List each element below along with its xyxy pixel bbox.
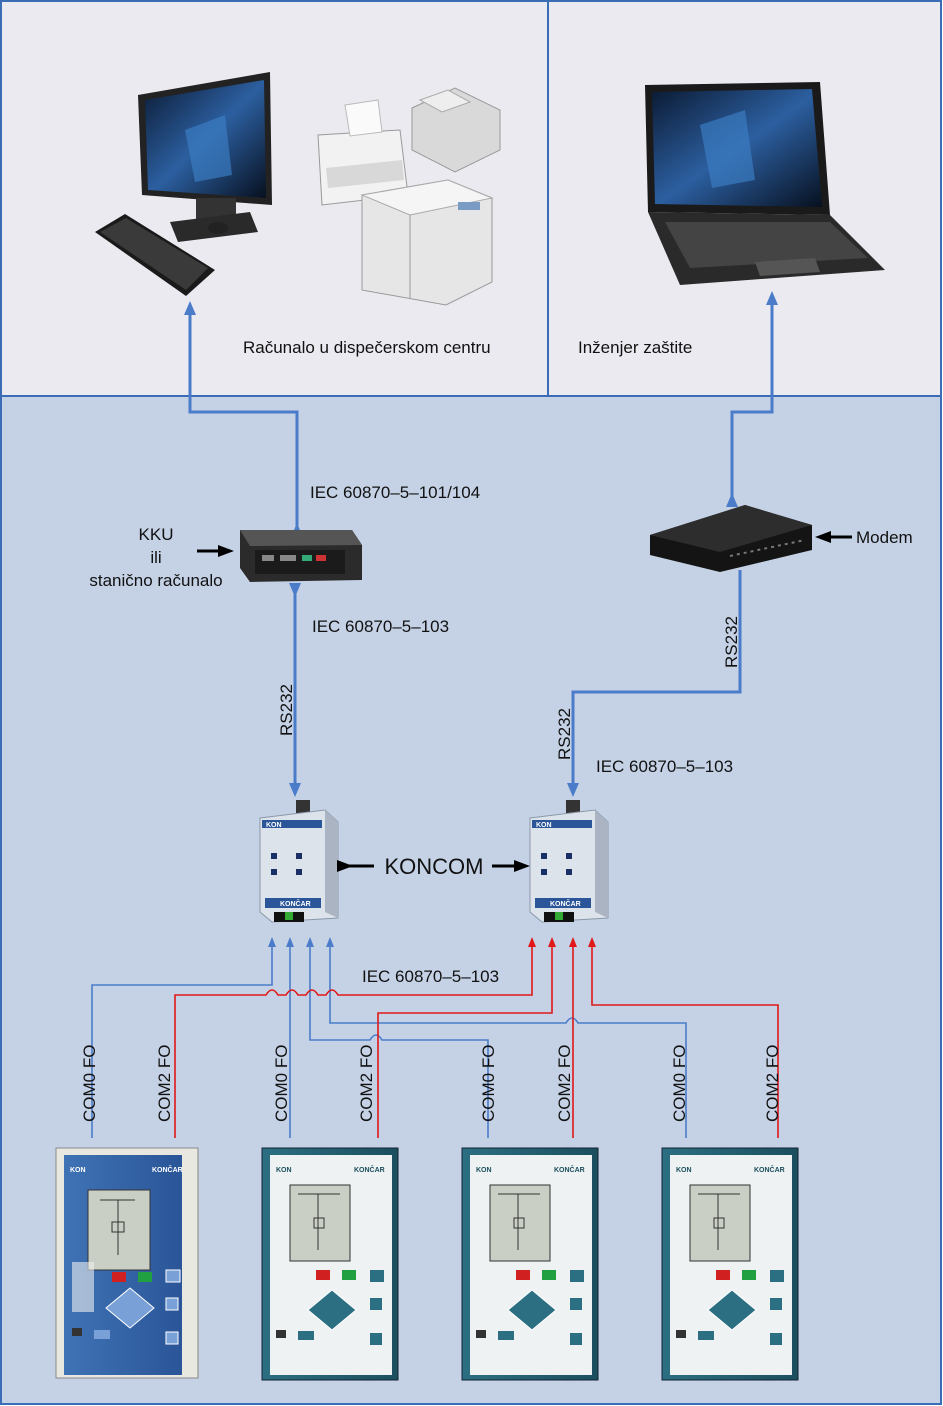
relay1-com0-label: COM0 FO: [80, 1045, 99, 1122]
relay1-maker: KONČAR: [152, 1165, 183, 1174]
relay3-com2-label: COM2 FO: [555, 1045, 574, 1122]
protection-relay-3: [461, 1147, 599, 1381]
link-modem-koncom-right: [567, 570, 742, 797]
protocol-103-bottom-label: IEC 60870–5–103: [362, 967, 499, 986]
relay2-com0-label: COM0 FO: [272, 1045, 291, 1122]
protection-relay-1: [55, 1147, 199, 1379]
link-modem-engineer: [726, 291, 778, 507]
relay4-com0-label: COM0 FO: [670, 1045, 689, 1122]
protocol-103-left-label: IEC 60870–5–103: [312, 617, 449, 636]
koncom-right-maker: KONČAR: [550, 899, 581, 908]
koncom-device-left: [259, 800, 339, 923]
dispatch-center-label: Računalo u dispečerskom centru: [243, 338, 491, 357]
desktop-computer-icon: [95, 72, 272, 296]
station-computer-label: stanično računalo: [89, 571, 222, 590]
relay1-com2-label: COM2 FO: [155, 1045, 174, 1122]
protocol-103-right-label: IEC 60870–5–103: [596, 757, 733, 776]
relay3-maker: KONČAR: [554, 1165, 585, 1174]
kku-label: KKU: [139, 525, 174, 544]
relay2-maker: KONČAR: [354, 1165, 385, 1174]
kku-station-computer-icon: [240, 530, 362, 582]
protocol-101-104-label: IEC 60870–5–101/104: [310, 483, 480, 502]
relay2-brand: KON: [276, 1167, 292, 1174]
relay3-com0-label: COM0 FO: [479, 1045, 498, 1122]
relay2-com2-label: COM2 FO: [357, 1045, 376, 1122]
relay4-com2-label: COM2 FO: [763, 1045, 782, 1122]
relay1-brand: KON: [70, 1167, 86, 1174]
protection-relay-2: [261, 1147, 399, 1381]
laptop-icon: [645, 82, 885, 285]
modem-icon: [650, 505, 812, 572]
protection-engineer-label: Inženjer zaštite: [578, 338, 692, 357]
relay4-brand: KON: [676, 1167, 692, 1174]
modem-label: Modem: [856, 528, 913, 547]
link-kku-dispatch: [184, 301, 303, 537]
protection-relay-4: [661, 1147, 799, 1381]
com0-fo-lines: [91, 937, 687, 1138]
rs232-right-upper-label: RS232: [722, 616, 741, 668]
rs232-left-label: RS232: [277, 684, 296, 736]
koncom-right-brand: KON: [536, 822, 552, 829]
rs232-right-lower-label: RS232: [555, 708, 574, 760]
printers-icon: [317, 87, 501, 306]
koncom-label: KONCOM: [385, 854, 484, 879]
koncom-device-right: [529, 800, 609, 923]
koncom-left-brand: KON: [266, 822, 282, 829]
koncom-left-maker: KONČAR: [280, 899, 311, 908]
kku-or-label: ili: [150, 548, 161, 567]
relay4-maker: KONČAR: [754, 1165, 785, 1174]
com2-fo-lines: [174, 937, 779, 1138]
relay3-brand: KON: [476, 1167, 492, 1174]
